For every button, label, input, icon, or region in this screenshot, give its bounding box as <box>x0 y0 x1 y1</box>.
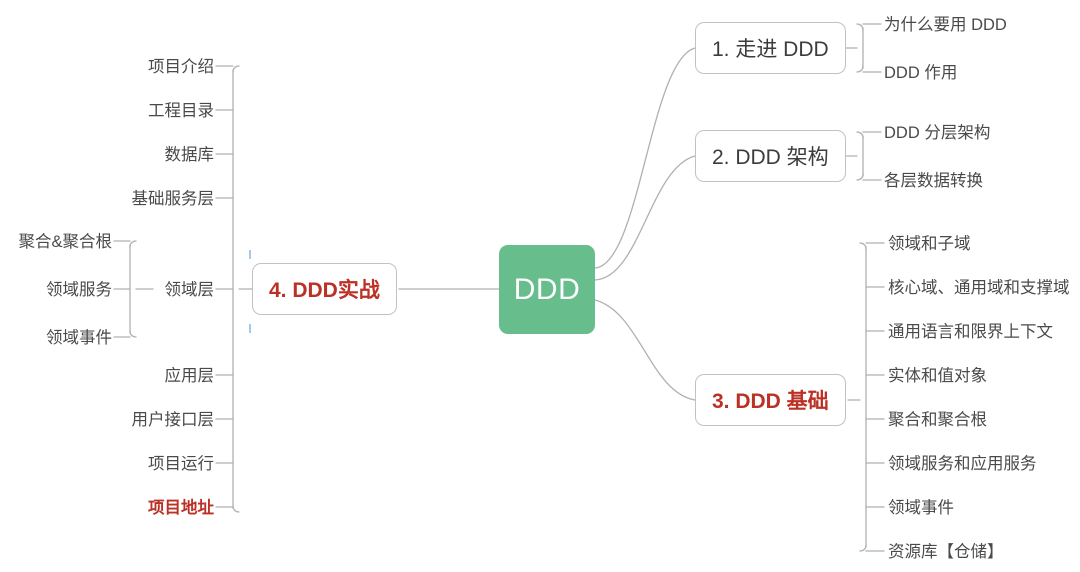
leaf-b4-c2[interactable]: 工程目录 <box>148 102 214 120</box>
branch-node-2-label: 2. DDD 架构 <box>712 146 829 169</box>
leaf-b3-c4[interactable]: 实体和值对象 <box>888 367 987 385</box>
leaf-b3-c6[interactable]: 领域服务和应用服务 <box>888 455 1037 473</box>
selection-handle-bottom[interactable] <box>249 324 251 333</box>
leaf-b4-c5-domain-layer[interactable]: 领域层 <box>164 281 215 299</box>
leaf-domain-c2[interactable]: 领域服务 <box>46 281 112 299</box>
wire-b2-corner-bot <box>856 173 864 181</box>
wire-domain-corner-top <box>129 240 137 248</box>
leaf-b4-c3[interactable]: 数据库 <box>164 146 215 164</box>
leaf-b3-c5[interactable]: 聚合和聚合根 <box>888 411 987 429</box>
leaf-b3-c7[interactable]: 领域事件 <box>888 499 954 517</box>
wire-b3-corner-bot <box>859 544 867 552</box>
leaf-b4-c9-project-address[interactable]: 项目地址 <box>148 499 214 517</box>
wire-root-to-branch1 <box>594 47 696 269</box>
root-node-label: DDD <box>513 272 581 306</box>
wire-b4-corner-top <box>232 65 240 73</box>
branch-node-3[interactable]: 3. DDD 基础 <box>695 374 846 426</box>
leaf-b2-c1[interactable]: DDD 分层架构 <box>884 124 991 142</box>
wire-domain-corner-bot <box>129 330 137 338</box>
branch-node-2[interactable]: 2. DDD 架构 <box>695 130 846 182</box>
branch-node-4[interactable]: 4. DDD实战 <box>252 263 397 315</box>
wire-b4-corner-bot <box>232 505 240 513</box>
branch-node-4-label: 4. DDD实战 <box>269 279 380 302</box>
wire-b1-corner-top <box>856 23 864 31</box>
leaf-domain-c3[interactable]: 领域事件 <box>46 329 112 347</box>
leaf-b4-c6[interactable]: 应用层 <box>164 367 215 385</box>
leaf-b4-c1[interactable]: 项目介绍 <box>148 58 214 76</box>
leaf-b3-c1[interactable]: 领域和子域 <box>888 235 971 253</box>
leaf-b2-c2[interactable]: 各层数据转换 <box>884 172 983 190</box>
wire-b3-corner-top <box>859 242 867 250</box>
leaf-b4-c8[interactable]: 项目运行 <box>148 455 214 473</box>
root-node-ddd[interactable]: DDD <box>499 245 595 334</box>
wire-root-to-branch2 <box>594 155 696 281</box>
leaf-b1-c1[interactable]: 为什么要用 DDD <box>884 16 1007 34</box>
leaf-b3-c2[interactable]: 核心域、通用域和支撑域 <box>888 279 1070 297</box>
branch-node-1-label: 1. 走进 DDD <box>712 38 829 61</box>
branch-node-3-label: 3. DDD 基础 <box>712 390 829 413</box>
leaf-b4-c7[interactable]: 用户接口层 <box>131 411 215 429</box>
wire-root-to-branch3 <box>594 299 696 401</box>
leaf-b3-c3[interactable]: 通用语言和限界上下文 <box>888 323 1053 341</box>
leaf-b3-c8[interactable]: 资源库【仓储】 <box>888 543 1004 561</box>
selection-handle-top[interactable] <box>249 250 251 259</box>
wire-b1-corner-bot <box>856 65 864 73</box>
wire-b2-corner-top <box>856 131 864 139</box>
branch-node-1[interactable]: 1. 走进 DDD <box>695 22 846 74</box>
leaf-domain-c1[interactable]: 聚合&聚合根 <box>18 233 112 251</box>
leaf-b4-c4[interactable]: 基础服务层 <box>131 190 215 208</box>
leaf-b1-c2[interactable]: DDD 作用 <box>884 64 958 82</box>
